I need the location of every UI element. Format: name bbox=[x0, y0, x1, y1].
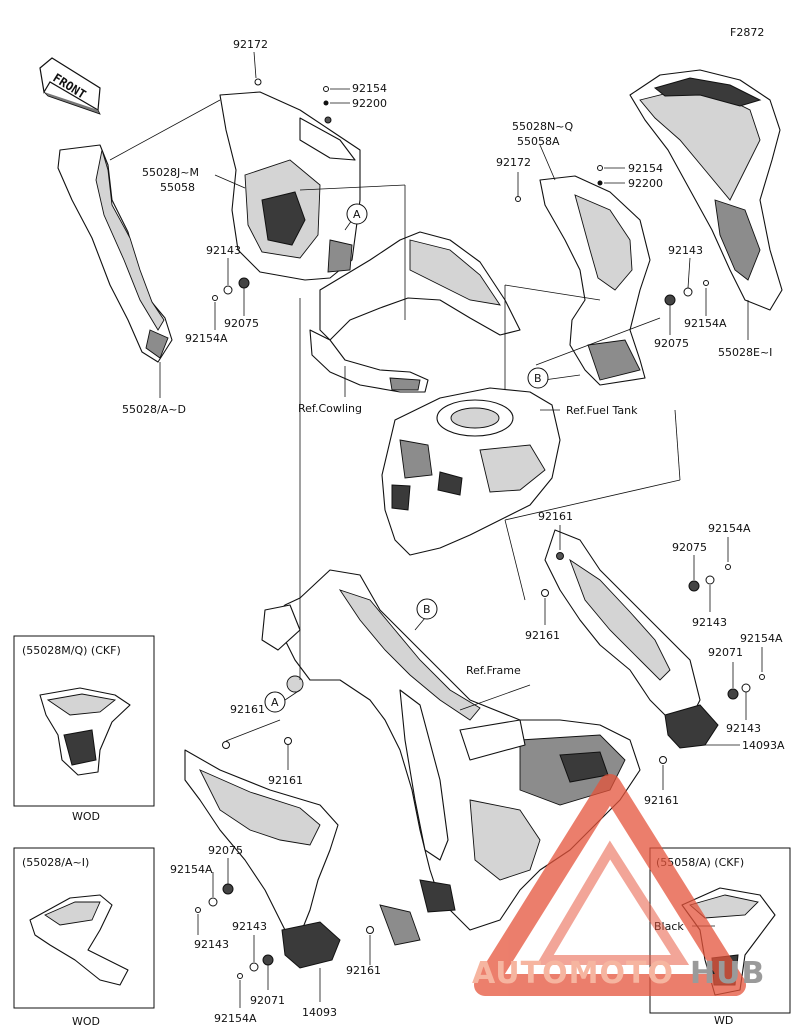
label-92154a-b: 92154A bbox=[684, 317, 727, 330]
inset-caption: WOD bbox=[72, 810, 100, 823]
figure-id: F2872 bbox=[730, 26, 764, 39]
svg-text:A: A bbox=[353, 208, 361, 221]
label-92075-b: 92075 bbox=[654, 337, 689, 350]
label-92154a-c: 92154A bbox=[708, 522, 751, 535]
label-92143-c: 92143 bbox=[692, 616, 727, 629]
fuel-tank-ref-part bbox=[381, 387, 561, 556]
label-92154-b: 92154 bbox=[628, 162, 663, 175]
label-92154-a: 92154 bbox=[352, 82, 387, 95]
label-92154a-f: 92154A bbox=[214, 1012, 257, 1025]
callout-b-upper: B bbox=[527, 367, 549, 389]
label-14093: 14093 bbox=[302, 1006, 337, 1019]
watermark-text-2: HUB bbox=[690, 956, 765, 991]
triangle-logo-icon bbox=[474, 774, 746, 996]
inset-bottom-left: (55028/A~I) WOD bbox=[13, 847, 155, 1028]
label-92075-a: 92075 bbox=[224, 317, 259, 330]
label-92143-f: 92143 bbox=[232, 920, 267, 933]
watermark-logo bbox=[474, 774, 746, 996]
side-cover-left bbox=[57, 144, 173, 363]
inset-title: (55028/A~I) bbox=[22, 856, 89, 869]
label-92172-a: 92172 bbox=[233, 38, 268, 51]
callout-a-upper: A bbox=[346, 203, 368, 225]
front-arrow-icon: FRONT bbox=[39, 57, 101, 115]
label-92143-b: 92143 bbox=[668, 244, 703, 257]
label-92143-a: 92143 bbox=[206, 244, 241, 257]
cowling-ref-part bbox=[309, 231, 521, 393]
lower-cover-right bbox=[544, 529, 719, 749]
fasteners bbox=[195, 78, 765, 979]
frame-ref-part bbox=[261, 569, 641, 946]
label-92143-e: 92143 bbox=[194, 938, 229, 951]
label-55058: 55058 bbox=[160, 181, 195, 194]
inset-caption: WD bbox=[714, 1014, 733, 1027]
label-55028nq: 55028N~Q bbox=[512, 120, 573, 133]
label-55028ei: 55028E~I bbox=[718, 346, 772, 359]
label-92161-a: 92161 bbox=[538, 510, 573, 523]
callout-a-frame: A bbox=[264, 691, 286, 713]
watermark-text-1: AUTOMOTO bbox=[472, 956, 674, 991]
label-55028ad: 55028/A~D bbox=[122, 403, 186, 416]
inner-cover-upper-left bbox=[219, 91, 361, 281]
label-92075-c: 92075 bbox=[672, 541, 707, 554]
inner-cover-right bbox=[539, 175, 651, 386]
leader-lines bbox=[109, 51, 763, 1008]
inset-title: (55028M/Q) (CKF) bbox=[22, 644, 121, 657]
lower-cover-left bbox=[184, 749, 341, 969]
inset-caption: WOD bbox=[72, 1015, 100, 1028]
label-92161-d: 92161 bbox=[230, 703, 265, 716]
label-92071-b: 92071 bbox=[250, 994, 285, 1007]
label-92161-e: 92161 bbox=[268, 774, 303, 787]
label-92154a-e: 92154A bbox=[170, 863, 213, 876]
label-92154a-a: 92154A bbox=[185, 332, 228, 345]
label-92200-b: 92200 bbox=[628, 177, 663, 190]
label-ref-cowling: Ref.Cowling bbox=[298, 402, 362, 415]
label-ref-fuel-tank: Ref.Fuel Tank bbox=[566, 404, 638, 417]
svg-text:B: B bbox=[423, 603, 431, 616]
label-92172-b: 92172 bbox=[496, 156, 531, 169]
label-92161-f: 92161 bbox=[346, 964, 381, 977]
label-92075-d: 92075 bbox=[208, 844, 243, 857]
label-92161-c: 92161 bbox=[644, 794, 679, 807]
label-92143-d: 92143 bbox=[726, 722, 761, 735]
front-cover-right bbox=[629, 69, 783, 311]
label-14093a: 14093A bbox=[742, 739, 785, 752]
svg-text:A: A bbox=[271, 696, 279, 709]
label-55058a: 55058A bbox=[517, 135, 560, 148]
label-55028jm: 55028J~M bbox=[142, 166, 199, 179]
callout-b-frame: B bbox=[416, 598, 438, 620]
inset-top-left: (55028M/Q) (CKF) WOD bbox=[13, 635, 155, 823]
label-92154a-d: 92154A bbox=[740, 632, 783, 645]
label-92161-b: 92161 bbox=[525, 629, 560, 642]
label-92071-a: 92071 bbox=[708, 646, 743, 659]
label-ref-frame: Ref.Frame bbox=[466, 664, 521, 677]
svg-text:B: B bbox=[534, 372, 542, 385]
inset-title: (55058/A) (CKF) bbox=[656, 856, 744, 869]
label-92200-a: 92200 bbox=[352, 97, 387, 110]
